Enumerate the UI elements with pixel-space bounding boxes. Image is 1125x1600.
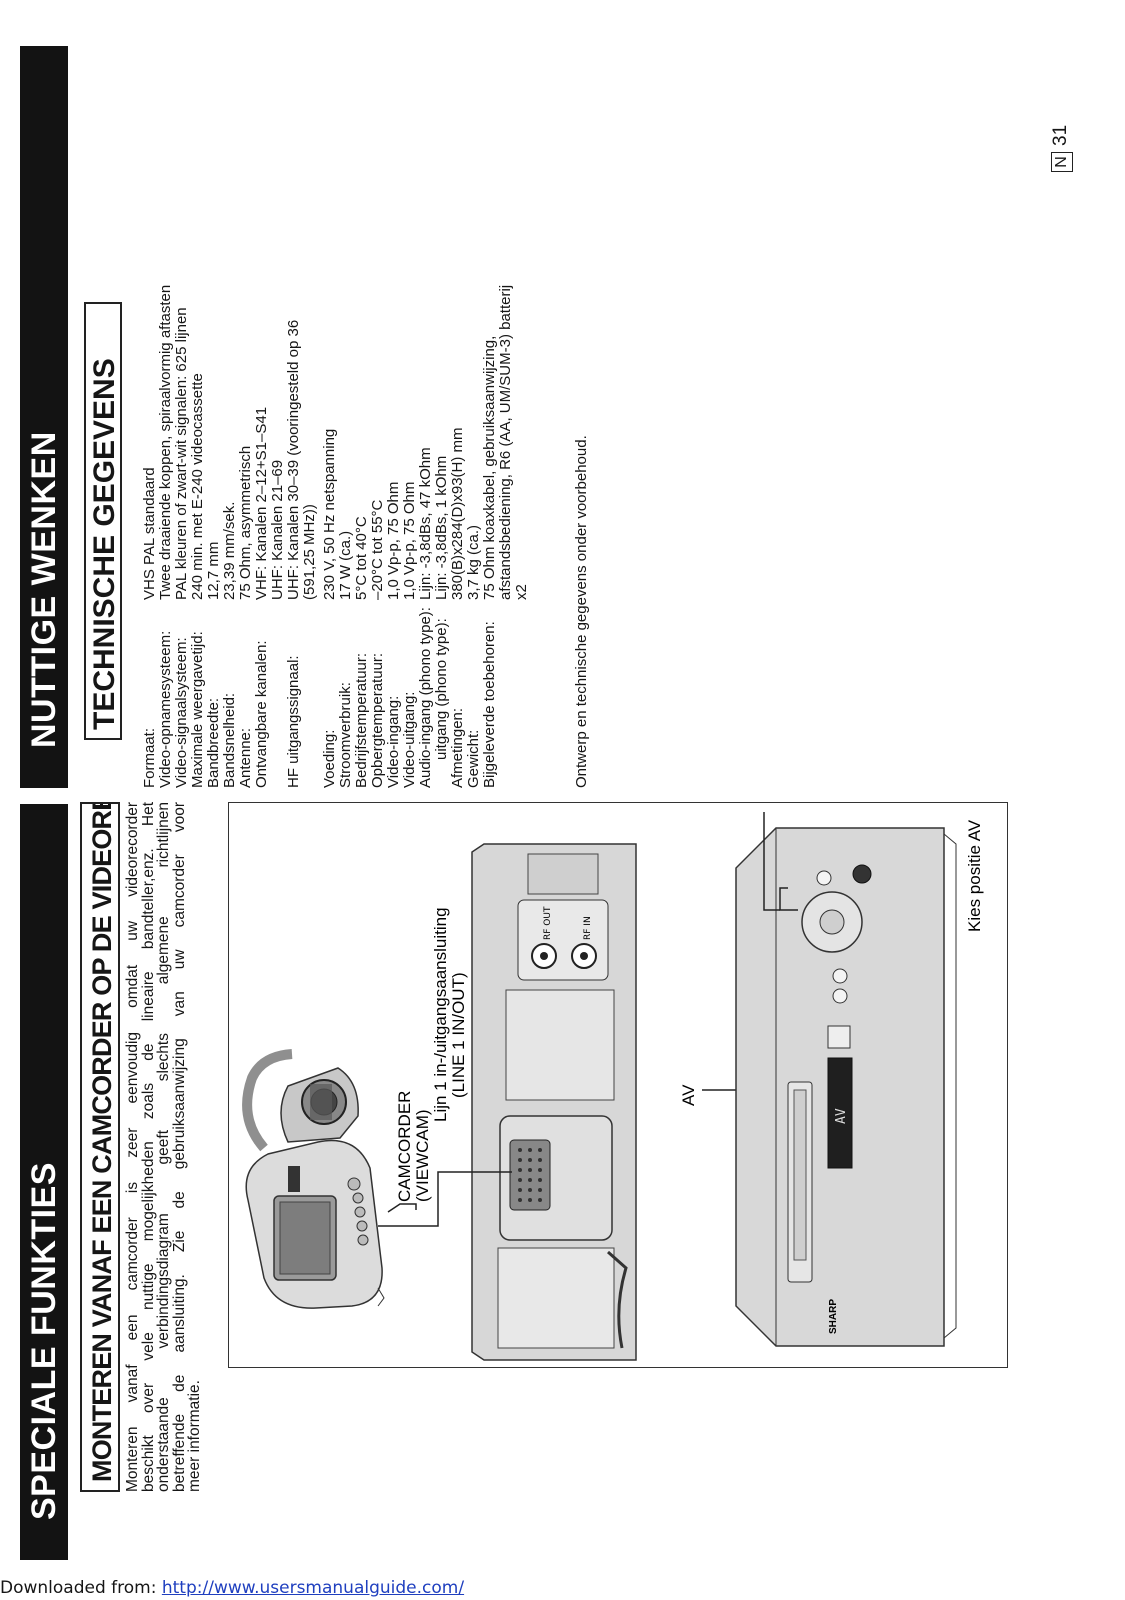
vcr-rear-panel: RF OUT RF IN bbox=[471, 843, 637, 1361]
spec-value: 240 min. met E-240 videocassette bbox=[189, 373, 206, 600]
camcorder-section-title: MONTEREN VANAF EEN CAMCORDER OP DE VIDEO… bbox=[80, 802, 120, 1492]
spec-label: Video-ingang: bbox=[385, 695, 402, 788]
brand-logo: SHARP bbox=[828, 1299, 839, 1334]
intro-paragraph: Monteren vanaf een camcorder is zeer een… bbox=[124, 802, 203, 1492]
spec-label: Bandsnelheid: bbox=[221, 692, 238, 788]
spec-value: –20°C tot 55°C bbox=[369, 499, 386, 600]
spec-label: Gewicht: bbox=[465, 729, 482, 788]
spec-label: Maximale weergavetijd: bbox=[189, 631, 206, 788]
intro-line: betreffende de aansluiting. Zie de gebru… bbox=[170, 802, 188, 1492]
design-note: Ontwerp en technische gegevens onder voo… bbox=[573, 435, 590, 788]
spec-value: Lijn: -3,8dBs, 47 kOhm bbox=[417, 447, 434, 600]
spec-value: 75 Ohm, asymmetrisch bbox=[237, 445, 254, 600]
left-header-title: SPECIALE FUNKTIES bbox=[25, 1162, 63, 1520]
spec-value: Lijn: -3,8dBs, 1 kOhm bbox=[433, 455, 450, 600]
right-header-title: NUTTIGE WENKEN bbox=[25, 431, 63, 748]
spec-label: Ontvangbare kanalen: bbox=[253, 640, 270, 788]
connection-diagram: CAMCORDER (VIEWCAM) Lijn 1 in-/uitgangsa… bbox=[242, 812, 984, 1361]
spec-label: Formaat: bbox=[141, 727, 158, 788]
spec-value: 1,0 Vp-p, 75 Ohm bbox=[401, 481, 418, 600]
spec-value: PAL kleuren of zwart-wit signalen: 625 l… bbox=[173, 307, 190, 600]
spec-label: Bijgeleverde toebehoren: bbox=[481, 621, 498, 788]
spec-value: 75 Ohm koaxkabel, gebruiksaanwijzing, bbox=[481, 335, 498, 600]
spec-label: Video-uitgang: bbox=[401, 691, 418, 788]
spec-label: Video-signaalsysteem: bbox=[173, 637, 190, 788]
spec-label: Stroomverbruik: bbox=[337, 682, 354, 788]
spec-label: Antenne: bbox=[237, 727, 254, 788]
spec-label: Opbergtemperatuur: bbox=[369, 652, 386, 788]
intro-line: onderstaande verbindingsdiagram geeft sl… bbox=[155, 802, 172, 1492]
rf-in-label: RF IN bbox=[583, 916, 593, 940]
spec-value: 1,0 Vp-p, 75 Ohm bbox=[385, 481, 402, 600]
spec-value: VHS PAL standaard bbox=[141, 467, 158, 600]
spec-value: 23,39 mm/sek. bbox=[221, 501, 238, 600]
spec-value: 12,7 mm bbox=[205, 541, 222, 600]
spec-value: 230 V, 50 Hz netspanning bbox=[321, 428, 338, 600]
spec-value: 17 W (ca.) bbox=[337, 530, 354, 600]
page-number: N 31 bbox=[1050, 125, 1073, 172]
right-header-bar: NUTTIGE WENKEN bbox=[20, 46, 68, 788]
spec-value: Twee draaiende koppen, spiraalvormig aft… bbox=[157, 284, 174, 600]
spec-label: Bedrijfstemperatuur: bbox=[353, 652, 370, 788]
spec-value: 3,7 kg (ca.) bbox=[465, 524, 482, 600]
spec-label: Voeding: bbox=[321, 729, 338, 788]
spec-value: afstandsbediening, R6 (AA, UM/SUM-3) bat… bbox=[497, 284, 514, 600]
intro-line: beschikt over vele nuttige mogelijkheden… bbox=[139, 802, 157, 1492]
download-footer: Downloaded from: http://www.usersmanualg… bbox=[0, 1577, 1125, 1599]
kies-positie-label: Kies positie AV bbox=[965, 819, 984, 932]
display-readout: AV bbox=[834, 1108, 849, 1124]
spec-label: Bandbreedte: bbox=[205, 697, 222, 788]
intro-line: meer informatie. bbox=[186, 1380, 203, 1492]
spec-value: UHF: Kanalen 30–39 (vooringesteld op 36 bbox=[285, 319, 302, 600]
camcorder-illustration bbox=[242, 1049, 385, 1309]
source-link[interactable]: http://www.usersmanualguide.com/ bbox=[161, 1578, 465, 1598]
specs-section-title: TECHNISCHE GEGEVENS bbox=[84, 302, 122, 740]
spec-label: Afmetingen: bbox=[449, 707, 466, 788]
spec-label: Video-opnamesysteem: bbox=[157, 630, 174, 788]
camcorder-label: CAMCORDER bbox=[395, 1091, 414, 1202]
av-label: AV bbox=[679, 1084, 698, 1106]
footer-prefix: Downloaded from: bbox=[0, 1578, 162, 1598]
spec-value: UHF: Kanalen 21–69 bbox=[269, 459, 286, 600]
line1-label: Lijn 1 in-/uitgangsaansluiting bbox=[431, 907, 450, 1122]
spec-value: 5°C tot 40°C bbox=[353, 516, 370, 600]
language-marker: N bbox=[1051, 152, 1073, 172]
vcr-front-illustration: SHARP AV bbox=[735, 827, 957, 1347]
viewcam-label: (VIEWCAM) bbox=[413, 1109, 432, 1202]
rf-out-label: RF OUT bbox=[543, 906, 553, 940]
spec-value: VHF: Kanalen 2–12+S1–S41 bbox=[253, 406, 270, 600]
spec-label: Audio-ingang (phono type): bbox=[417, 607, 434, 788]
spec-value: 380(B)x284(D)x93(H) mm bbox=[449, 427, 466, 600]
left-header-bar: SPECIALE FUNKTIES bbox=[20, 804, 68, 1560]
line1-sub-label: (LINE 1 IN/OUT) bbox=[449, 972, 468, 1098]
intro-line: Monteren vanaf een camcorder is zeer een… bbox=[124, 802, 141, 1492]
page-number-value: 31 bbox=[1050, 124, 1071, 146]
spec-label: uitgang (phono type): bbox=[433, 618, 450, 760]
spec-value: (591,25 MHz)) bbox=[301, 504, 318, 600]
spec-label: HF uitgangssignaal: bbox=[285, 655, 302, 788]
spec-value: x2 bbox=[513, 584, 530, 600]
